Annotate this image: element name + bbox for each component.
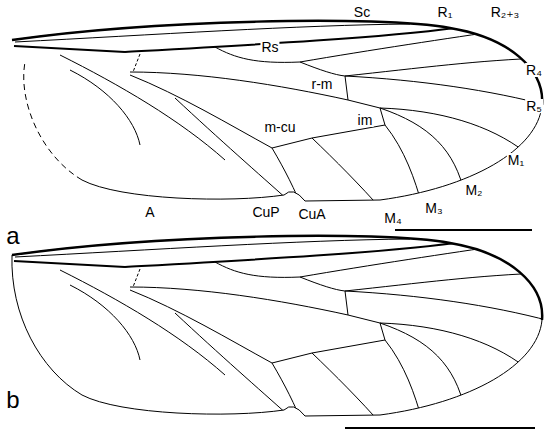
- vein-label: CuP: [251, 205, 280, 219]
- vein-label: R₄: [525, 63, 543, 77]
- panel-letter: b: [5, 388, 20, 412]
- crossvein-label: m-cu: [263, 120, 296, 134]
- vein-label: A: [144, 205, 155, 219]
- wing-a: [12, 21, 550, 230]
- vein-label: R₁: [437, 5, 454, 19]
- vein-label: M₁: [507, 153, 525, 167]
- vein-label: M₄: [383, 211, 402, 225]
- crossvein-label: r-m: [311, 77, 334, 91]
- vein-label: M₂: [464, 183, 483, 197]
- vein-label: Rs: [260, 40, 279, 54]
- vein-label: Sc: [353, 5, 371, 19]
- scale-bar: [345, 427, 535, 429]
- scale-bar: [395, 229, 532, 231]
- vein-label: CuA: [297, 207, 326, 221]
- panel-letter: a: [5, 224, 20, 248]
- vein-label: R₂₊₃: [490, 5, 521, 19]
- wing-b: [12, 236, 550, 428]
- crossvein-label: im: [357, 113, 374, 127]
- vein-label: R₅: [525, 99, 543, 113]
- vein-label: M₃: [424, 201, 443, 215]
